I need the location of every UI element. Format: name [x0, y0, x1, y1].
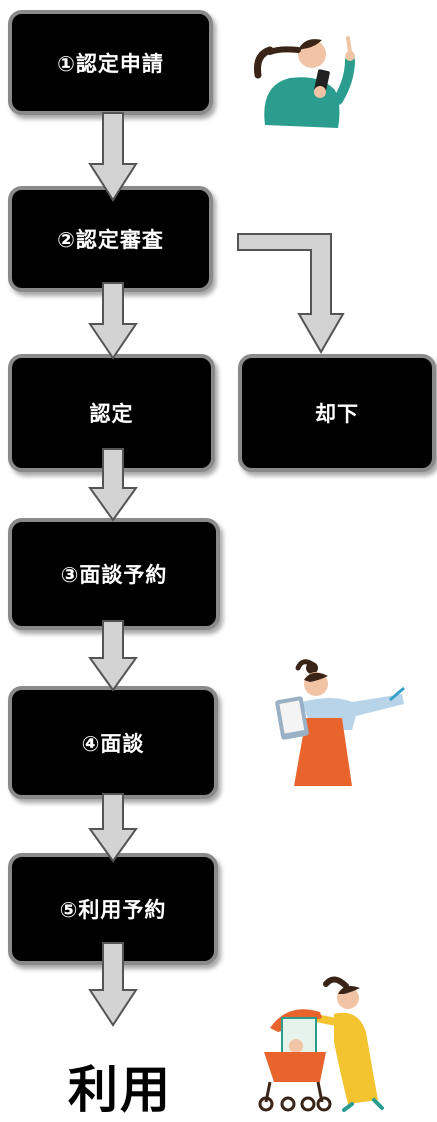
final-usage-label: 利用 — [68, 1061, 172, 1119]
step-usage-booking-label: ⑤利用予約 — [59, 898, 167, 922]
arrow-interview-booking-to-interview — [88, 620, 138, 692]
step-interview-booking: ③面談予約 — [8, 518, 220, 630]
arrow-review-to-rejected — [237, 233, 345, 354]
arrow-application-to-review — [88, 112, 138, 202]
arrow-interview-to-usage-booking — [88, 793, 138, 863]
step-application-label: ①認定申請 — [57, 51, 164, 76]
step-rejected-label: 却下 — [315, 402, 359, 426]
woman-with-phone-icon — [254, 36, 355, 128]
staff-with-clipboard-icon — [275, 659, 405, 786]
step-interview-label: ④面談 — [81, 731, 145, 756]
step-approved-label: 認定 — [89, 402, 134, 426]
step-interview: ④面談 — [8, 686, 218, 799]
arrow-approved-to-interview-booking — [88, 448, 138, 522]
mother-with-stroller-icon — [258, 976, 384, 1112]
arrow-usage-booking-to-final — [88, 942, 138, 1027]
step-application: ①認定申請 — [8, 10, 213, 115]
step-review-label: ②認定審査 — [57, 228, 164, 252]
step-rejected: 却下 — [238, 354, 436, 472]
arrow-review-to-approved — [88, 282, 138, 360]
step-interview-booking-label: ③面談予約 — [60, 563, 168, 587]
